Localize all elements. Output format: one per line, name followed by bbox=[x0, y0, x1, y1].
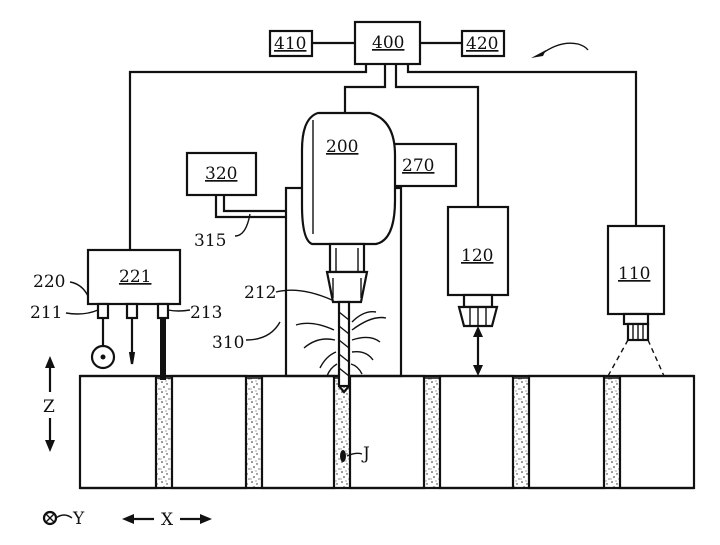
ref-315: 315 bbox=[194, 231, 226, 251]
box-200 bbox=[302, 113, 395, 244]
probe-213-tip bbox=[160, 318, 166, 380]
ref-211: 211 bbox=[30, 303, 62, 323]
ref-220: 220 bbox=[33, 272, 65, 292]
axis-y: Y bbox=[72, 509, 85, 529]
joint-marker bbox=[340, 450, 346, 462]
block-3 bbox=[262, 376, 334, 488]
block-7 bbox=[620, 376, 694, 488]
label-110: 110 bbox=[618, 264, 650, 284]
ref-212: 212 bbox=[244, 283, 276, 303]
seam-5 bbox=[513, 378, 529, 488]
chuck bbox=[330, 244, 364, 272]
label-270: 270 bbox=[402, 156, 434, 176]
seam-4 bbox=[424, 378, 440, 488]
spindle-unit: 270 320 315 200 212 bbox=[187, 113, 456, 392]
unit-110: 110 bbox=[608, 226, 664, 376]
probe-213 bbox=[158, 304, 168, 318]
axis-z: Z bbox=[43, 397, 55, 417]
block-1 bbox=[80, 376, 156, 488]
label-120: 120 bbox=[461, 246, 493, 266]
seam-2 bbox=[246, 378, 262, 488]
ref-J: J bbox=[361, 444, 370, 464]
label-420: 420 bbox=[466, 34, 498, 54]
label-200: 200 bbox=[326, 137, 358, 157]
sensor-head: 221 220 211 213 bbox=[30, 250, 222, 380]
seam-6 bbox=[604, 378, 620, 488]
ref-213: 213 bbox=[190, 303, 222, 323]
block-5 bbox=[440, 376, 513, 488]
label-320: 320 bbox=[205, 164, 237, 184]
block-4 bbox=[350, 376, 424, 488]
block-2 bbox=[172, 376, 246, 488]
probe-211 bbox=[98, 304, 108, 318]
probe-middle bbox=[127, 304, 137, 318]
workpiece: J bbox=[80, 376, 694, 488]
unit-120: 120 bbox=[448, 207, 508, 376]
seam-3 bbox=[334, 378, 350, 488]
seam-1 bbox=[156, 378, 172, 488]
ref-310: 310 bbox=[212, 333, 244, 353]
label-400: 400 bbox=[372, 33, 404, 53]
label-410: 410 bbox=[274, 34, 306, 54]
label-221: 221 bbox=[119, 267, 151, 287]
axis-x: X bbox=[161, 510, 174, 530]
block-6 bbox=[529, 376, 604, 488]
